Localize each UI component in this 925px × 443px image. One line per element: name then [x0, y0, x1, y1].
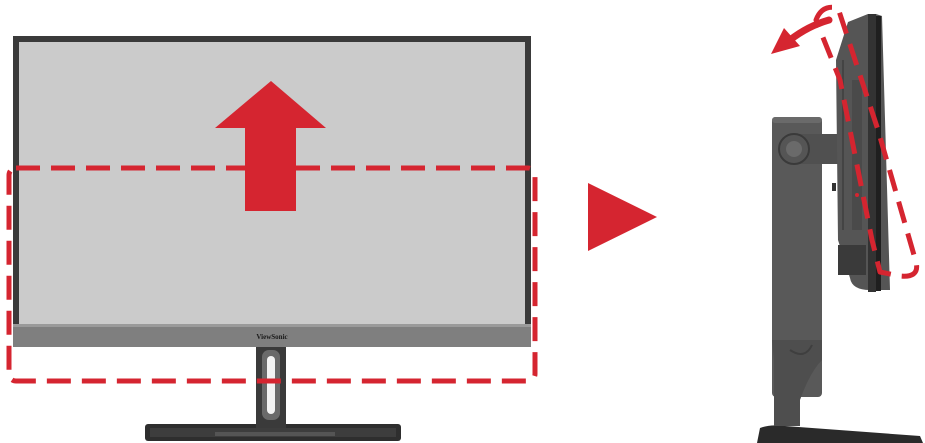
monitor-chin	[13, 324, 531, 347]
monitor-side-view	[757, 14, 923, 443]
tilted-position-dashed-outline	[813, 4, 920, 279]
play-triangle-icon	[588, 183, 657, 251]
brand-logo: ViewSonic	[256, 333, 287, 341]
side-stand-column	[772, 117, 822, 397]
raise-up-arrow-icon	[215, 81, 326, 211]
side-base	[757, 425, 923, 443]
curved-tilt-arrow-icon	[771, 16, 833, 54]
raised-position-dashed-outline	[6, 165, 538, 384]
